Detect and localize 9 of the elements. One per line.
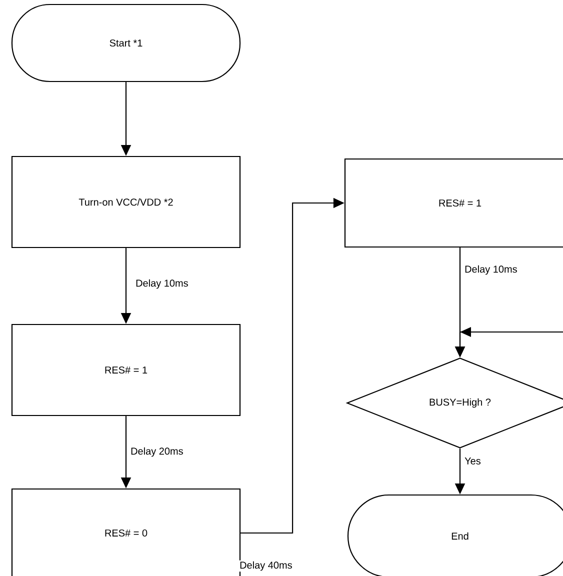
process-box: RES# = 1	[11, 324, 241, 416]
process-box: Turn-on VCC/VDD *2	[11, 156, 241, 248]
edge-label: Yes	[464, 456, 482, 466]
edge-label: Delay 10ms	[464, 264, 518, 276]
edge-label: Delay 20ms	[130, 446, 184, 458]
process-box: RES# = 1	[344, 158, 563, 248]
process-box: RES# = 0	[11, 488, 241, 576]
edge-label: Delay 10ms	[134, 278, 190, 290]
edge-label: Delay 40ms	[238, 560, 294, 572]
